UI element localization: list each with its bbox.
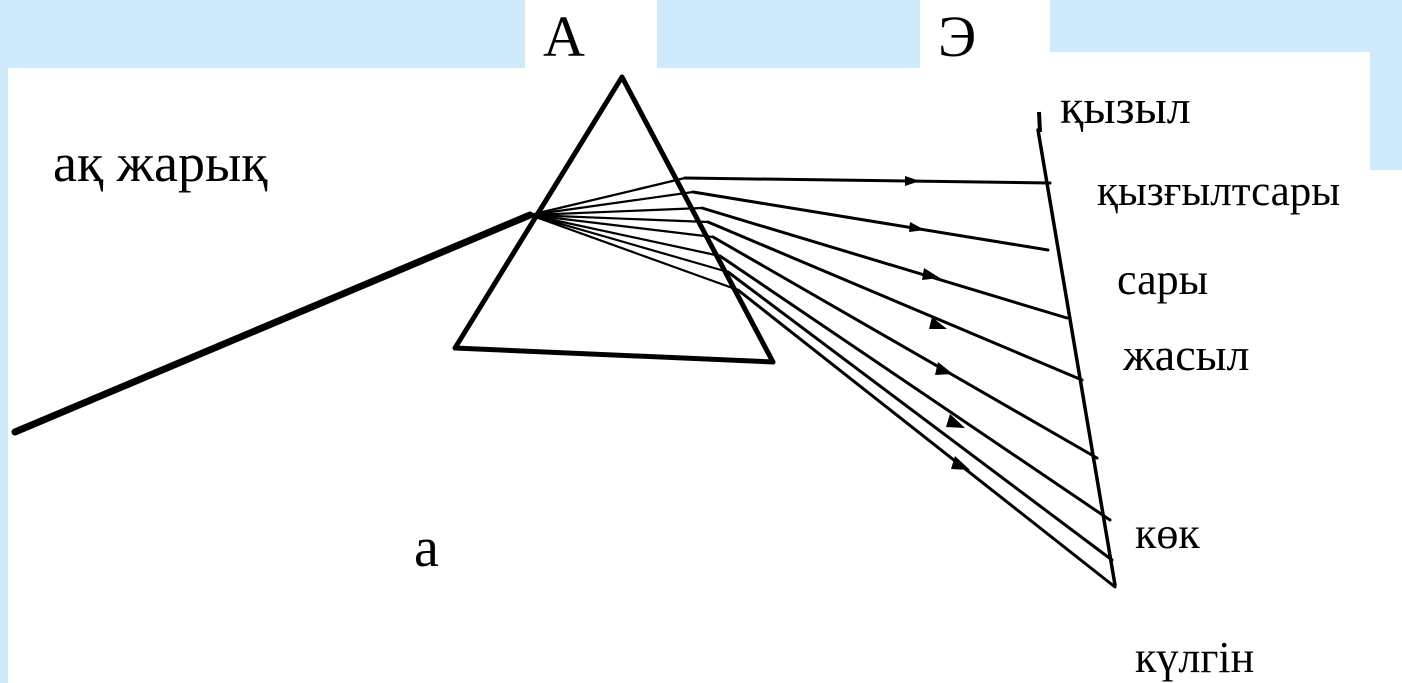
white-tab-e [920, 0, 1050, 70]
internal-rays [529, 176, 739, 292]
ray-orange [691, 190, 1050, 252]
ray-green [706, 220, 1084, 382]
label-spectrum-violet: күлгін [1135, 633, 1255, 682]
white-tab-a [525, 0, 657, 70]
label-spectrum-yellow: сары [1117, 255, 1209, 304]
white-panel-right-strip [1370, 170, 1402, 683]
ray-indigo [718, 254, 1112, 522]
label-spectrum-orange: қызғылтсары [1097, 168, 1341, 215]
label-spectrum-red: қызыл [1060, 81, 1191, 134]
ray-blue [711, 235, 1099, 460]
label-spectrum-blue: көк [1135, 509, 1200, 558]
ray-arrows [905, 176, 970, 470]
label-screen-e: Э [938, 4, 977, 69]
incident-ray [11, 211, 534, 436]
ray-yellow [700, 206, 1069, 320]
ray-red [683, 176, 1052, 185]
white-panel-right-upper [1050, 52, 1370, 172]
ray-deep-violet [736, 288, 1117, 589]
screen [1036, 128, 1117, 587]
label-spectrum-green: жасыл [1123, 329, 1250, 380]
label-caption-a: а [414, 517, 439, 579]
prism [452, 74, 776, 365]
refracted-rays [683, 176, 1117, 589]
label-point-a: А [543, 4, 585, 69]
ray-violet [726, 270, 1114, 562]
screen-top-tick [1037, 111, 1042, 133]
label-white-light: ақ жарық [53, 133, 268, 193]
